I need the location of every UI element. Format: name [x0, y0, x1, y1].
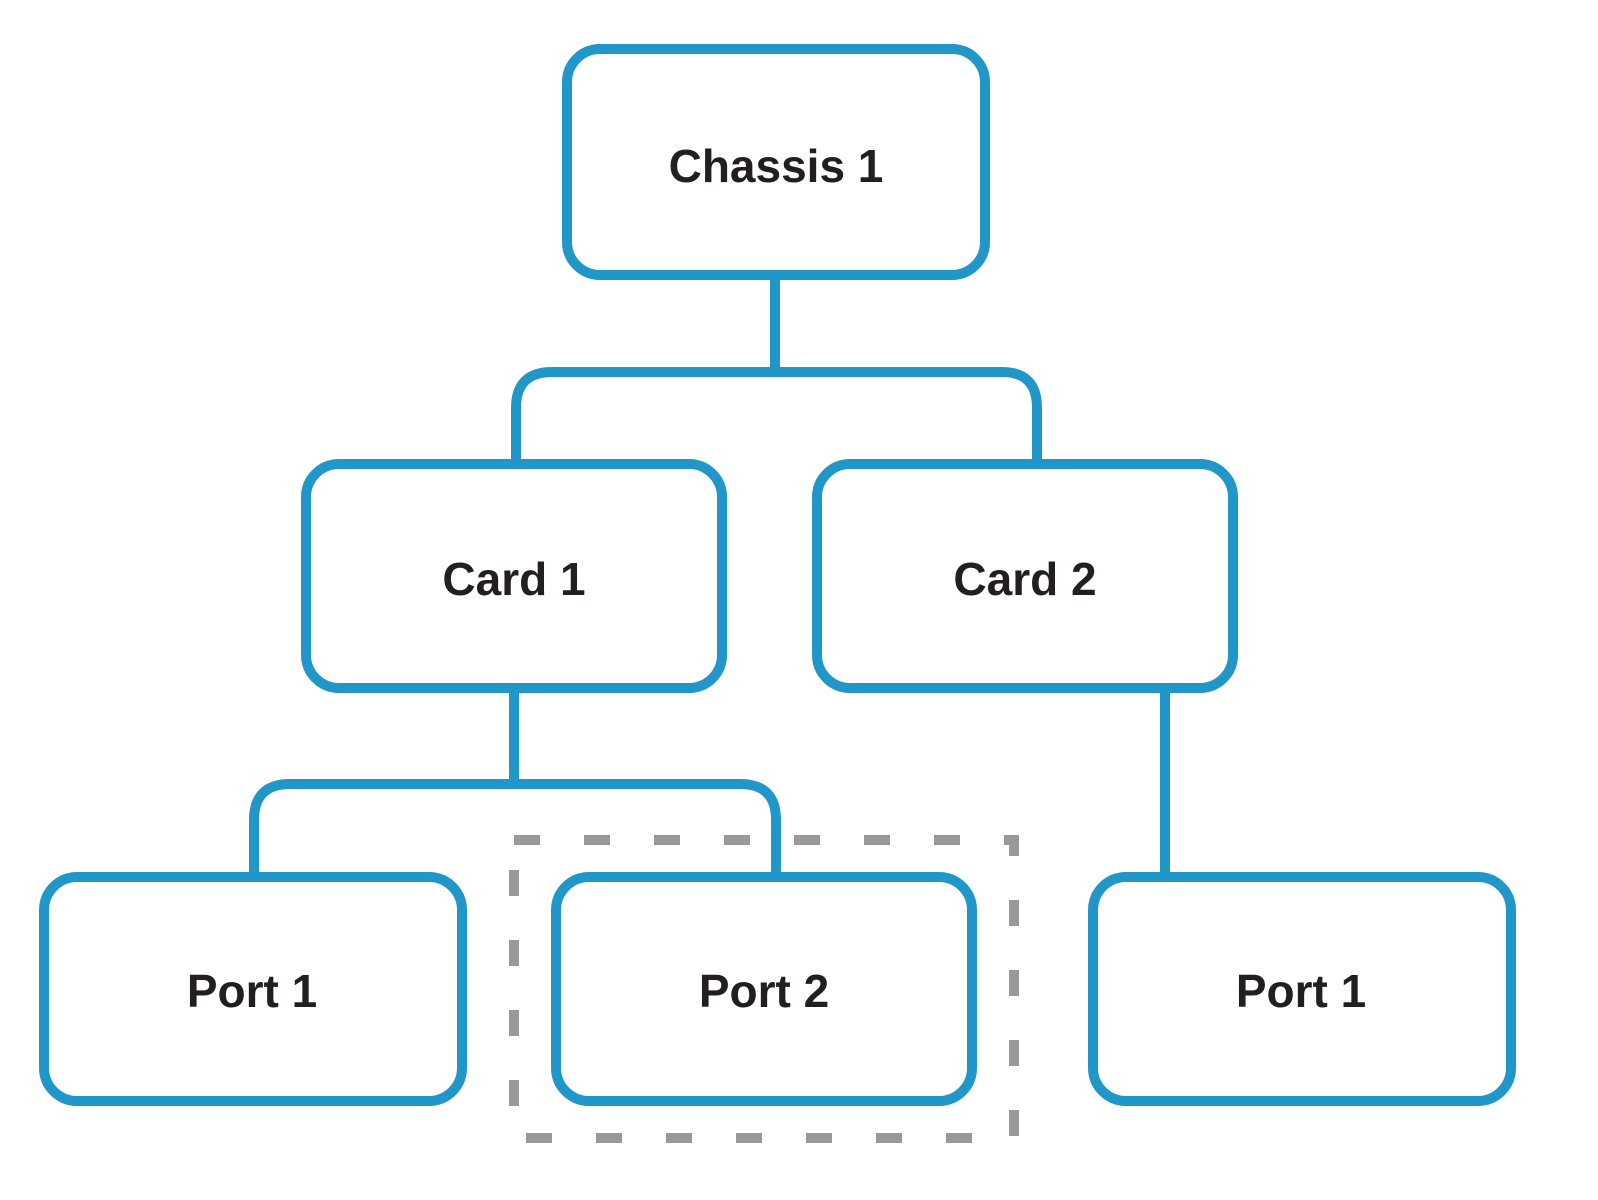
node-card-2: Card 2: [812, 459, 1238, 693]
node-chassis-1: Chassis 1: [562, 44, 990, 280]
node-label: Card 2: [953, 553, 1096, 605]
node-label: Card 1: [442, 553, 585, 605]
connector-card-1-to-ports: [249, 690, 781, 873]
node-label: Port 1: [187, 965, 317, 1017]
node-box: [551, 872, 977, 1106]
node-label: Port 1: [1236, 965, 1366, 1017]
node-label: Chassis 1: [669, 140, 884, 192]
node-box: [1088, 872, 1516, 1106]
node-box: [301, 459, 727, 693]
connectors: [249, 280, 1170, 873]
node-box: [562, 44, 990, 280]
highlight-dashed-box: [509, 835, 1019, 1143]
node-card-1: Card 1: [301, 459, 727, 693]
node-card-1-port-1: Port 1: [39, 872, 467, 1106]
node-box: [39, 872, 467, 1106]
node-card-1-port-2: Port 2: [551, 872, 977, 1106]
node-card-2-port-1: Port 1: [1088, 872, 1516, 1106]
node-box: [812, 459, 1238, 693]
connector-chassis-1-to-cards: [511, 280, 1042, 460]
node-label: Port 2: [699, 965, 829, 1017]
